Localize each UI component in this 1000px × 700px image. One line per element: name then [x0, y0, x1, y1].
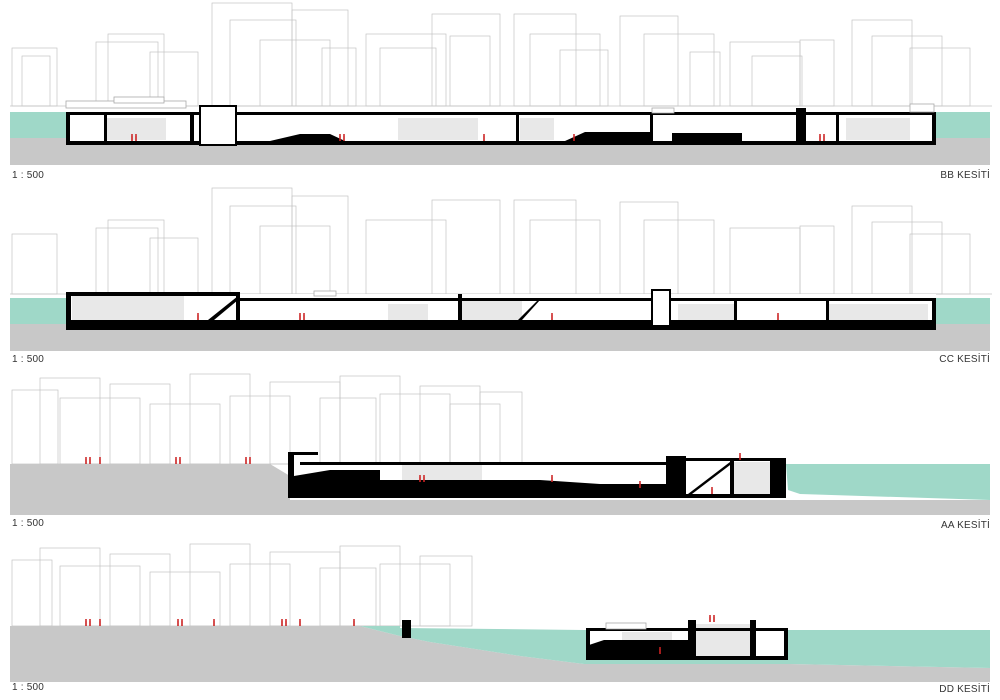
background-buildings	[11, 2, 971, 107]
ground-layer	[10, 464, 990, 515]
section-title-aa: AA KESİTİ	[940, 520, 990, 531]
section-title-dd: DD KESİTİ	[939, 684, 990, 695]
scale-label-cc: 1 : 500	[12, 354, 44, 365]
section-cc	[10, 187, 992, 351]
scale-label-bb: 1 : 500	[12, 170, 44, 181]
background-buildings	[11, 373, 523, 465]
section-title-bb: BB KESİTİ	[940, 170, 990, 181]
building-section-cc	[66, 289, 936, 330]
section-title-cc: CC KESİTİ	[939, 354, 990, 365]
background-buildings	[11, 543, 473, 627]
section-aa	[10, 373, 990, 515]
building-section-bb	[65, 96, 936, 146]
water-layer	[786, 464, 990, 500]
section-dd	[10, 543, 990, 682]
section-bb	[10, 2, 992, 165]
background-buildings	[11, 187, 971, 295]
building-section-dd	[402, 620, 788, 660]
ground-layer	[10, 626, 990, 682]
scale-label-aa: 1 : 500	[12, 518, 44, 529]
building-section-aa	[288, 452, 786, 500]
scale-label-dd: 1 : 500	[12, 682, 44, 693]
